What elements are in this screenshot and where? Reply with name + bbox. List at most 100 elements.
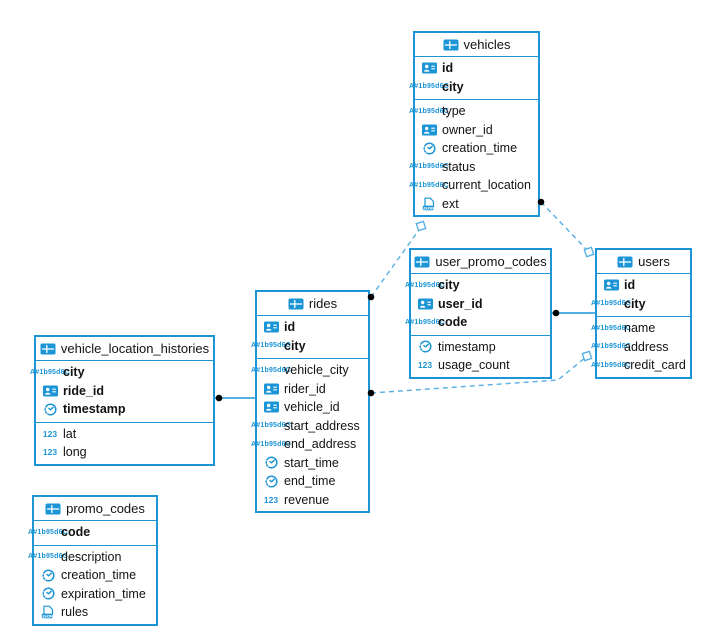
field-name: city xyxy=(624,296,646,311)
clock-icon xyxy=(40,587,56,601)
field-name: vehicle_city xyxy=(284,363,349,378)
field-name: city xyxy=(442,79,464,94)
field-row-id[interactable]: id xyxy=(415,59,538,78)
field-name: creation_time xyxy=(442,141,518,156)
field-row-rider_id[interactable]: rider_id xyxy=(257,380,368,399)
field-name: end_address xyxy=(284,437,357,452)
table-grid-icon xyxy=(288,297,304,311)
field-name: code xyxy=(438,315,468,330)
field-row-start_time[interactable]: start_time xyxy=(257,454,368,473)
table-header[interactable]: user_promo_codes xyxy=(411,250,550,274)
relation-endpoint-diamond[interactable] xyxy=(581,350,593,362)
json-doc-icon: JSON xyxy=(421,197,437,211)
relation-vehicles-users[interactable] xyxy=(540,201,589,252)
table-header[interactable]: vehicle_location_histories xyxy=(36,337,213,361)
field-name: long xyxy=(63,445,87,460)
relation-endpoint-dot[interactable] xyxy=(552,309,560,317)
relation-endpoint-diamond[interactable] xyxy=(583,246,595,258)
abc-text-icon: A#1b95d6C xyxy=(251,440,291,448)
field-row-end_time[interactable]: end_time xyxy=(257,472,368,491)
field-name: creation_time xyxy=(61,568,137,583)
field-row-vehicle_id[interactable]: vehicle_id xyxy=(257,398,368,417)
clock-icon xyxy=(417,340,433,354)
field-row-long[interactable]: 123 long xyxy=(36,443,213,462)
relation-rides-users[interactable] xyxy=(370,356,587,394)
field-name: id xyxy=(284,320,296,335)
field-row-timestamp[interactable]: timestamp xyxy=(411,338,550,357)
table-header[interactable]: users xyxy=(597,250,690,274)
field-name: credit_card xyxy=(624,358,686,373)
abc-text-icon: A#1b95d6C xyxy=(591,324,631,332)
field-row-ride_id[interactable]: ride_id xyxy=(36,382,213,401)
field-row-expiration_time[interactable]: expiration_time xyxy=(34,585,156,604)
clock-icon xyxy=(42,402,58,416)
relation-endpoint-dot[interactable] xyxy=(215,394,223,402)
field-name: rules xyxy=(61,605,89,620)
relation-endpoint-dot[interactable] xyxy=(367,389,375,397)
field-name: city xyxy=(438,278,460,293)
relation-endpoint-diamond[interactable] xyxy=(415,220,427,232)
abc-text-icon: A#1b95d6C xyxy=(251,366,291,374)
table-grid-icon xyxy=(45,502,61,516)
field-name: id xyxy=(624,278,636,293)
abc-text-icon: A#1b95d6C xyxy=(30,368,70,376)
person-id-icon xyxy=(263,320,279,334)
field-row-creation_time[interactable]: creation_time xyxy=(415,139,538,158)
field-name: code xyxy=(61,525,91,540)
field-row-creation_time[interactable]: creation_time xyxy=(34,566,156,585)
field-row-timestamp[interactable]: timestamp xyxy=(36,400,213,419)
field-name: timestamp xyxy=(438,339,496,354)
table-name: users xyxy=(638,254,670,269)
field-row-id[interactable]: id xyxy=(257,318,368,337)
field-row-user_id[interactable]: user_id xyxy=(411,295,550,314)
field-row-owner_id[interactable]: owner_id xyxy=(415,121,538,140)
abc-text-icon: A#1b95d6C xyxy=(409,181,449,189)
table-header[interactable]: rides xyxy=(257,292,368,316)
relation-endpoint-dot[interactable] xyxy=(537,198,545,206)
table-header[interactable]: promo_codes xyxy=(34,497,156,521)
person-id-icon xyxy=(42,384,58,398)
abc-text-icon: A#1b95d6C xyxy=(409,107,449,115)
clock-icon xyxy=(40,568,56,582)
relation-endpoint-dot[interactable] xyxy=(367,293,375,301)
table-header[interactable]: vehicles xyxy=(415,33,538,57)
field-row-id[interactable]: id xyxy=(597,276,690,295)
123-number-icon: 123 xyxy=(42,447,58,457)
